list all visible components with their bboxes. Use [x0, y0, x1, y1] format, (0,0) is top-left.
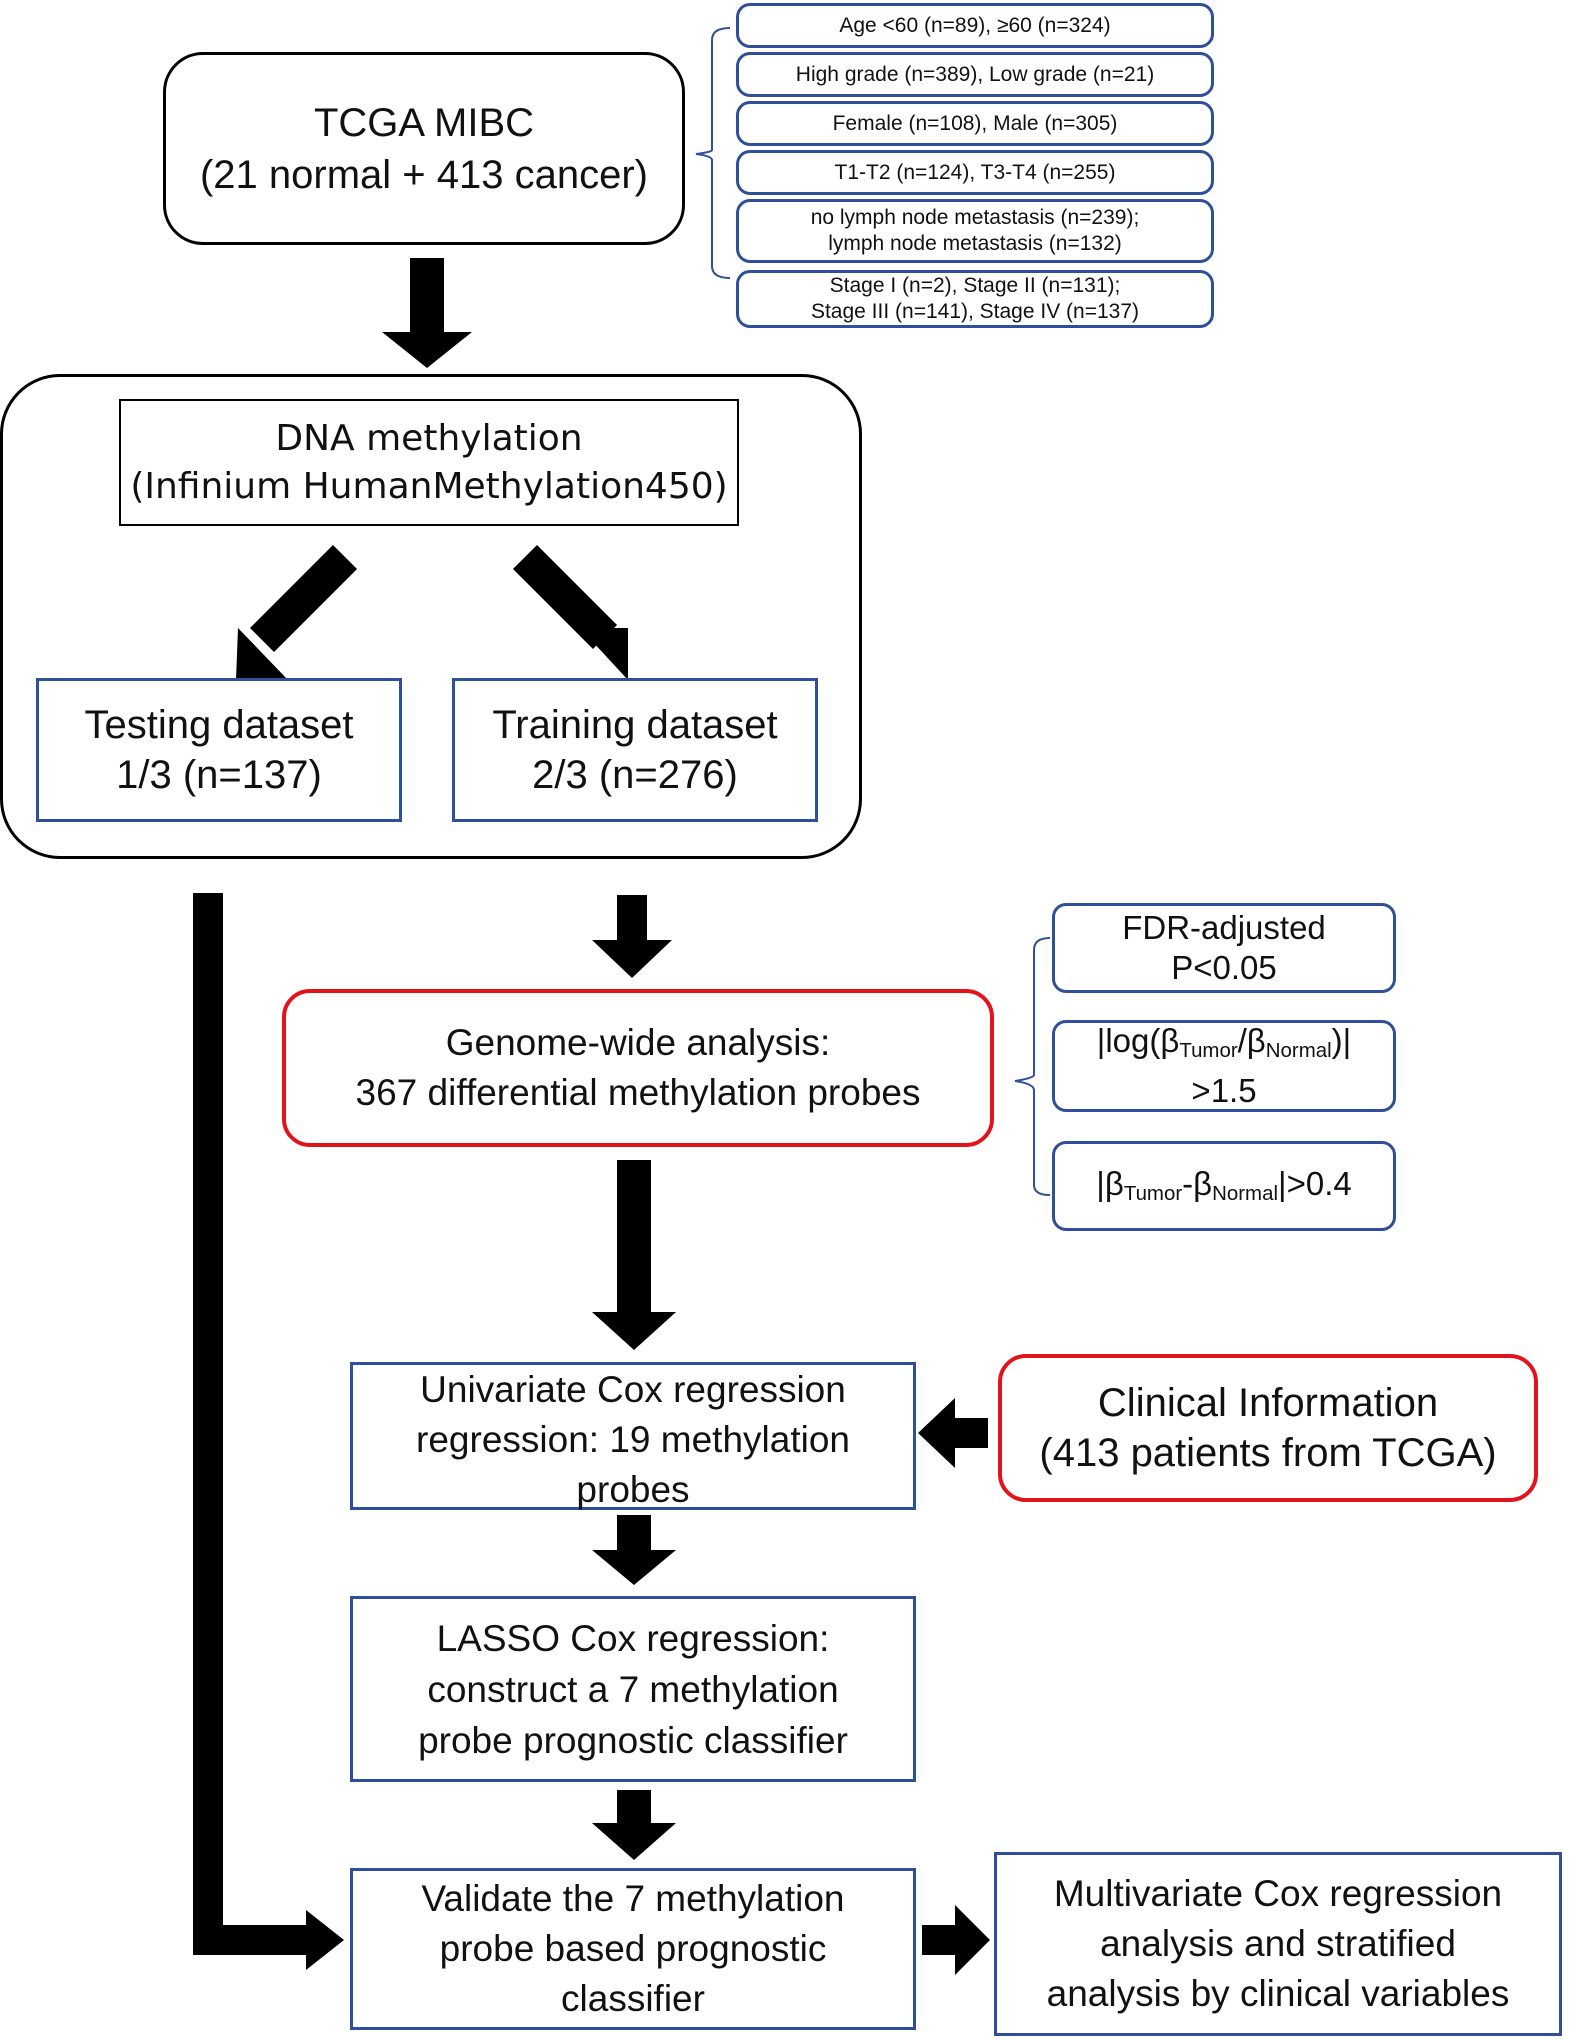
- bracket-clinical-groups: [695, 27, 731, 279]
- univariate-cox-box: Univariate Cox regression regression: 19…: [350, 1362, 916, 1510]
- tcga-title: TCGA MIBC: [313, 100, 535, 145]
- clinical-group-t-stage: T1-T2 (n=124), T3-T4 (n=255): [736, 150, 1214, 195]
- tcga-mibc-box: TCGA MIBC (21 normal + 413 cancer): [163, 52, 685, 245]
- clinical-group-lymph-node: no lymph node metastasis (n=239); lymph …: [736, 199, 1214, 263]
- genome-wide-analysis-box: Genome-wide analysis: 367 differential m…: [282, 989, 994, 1147]
- tcga-subtitle: (21 normal + 413 cancer): [199, 152, 648, 197]
- lasso-cox-box: LASSO Cox regression: construct a 7 meth…: [350, 1596, 916, 1782]
- multivariate-cox-box: Multivariate Cox regression analysis and…: [994, 1852, 1562, 2036]
- arrow-down-univariate: [592, 1160, 676, 1350]
- clinical-group-sex: Female (n=108), Male (n=305): [736, 101, 1214, 146]
- criteria-fdr-box: FDR-adjusted P<0.05: [1052, 903, 1396, 993]
- criteria-difference-box: |βTumor-βNormal|>0.4: [1052, 1141, 1396, 1231]
- arrow-to-training: [512, 544, 628, 680]
- bracket-criteria: [1014, 937, 1051, 1196]
- methylation-group-container: [0, 374, 862, 859]
- arrow-to-testing: [236, 544, 358, 680]
- training-dataset-box: Training dataset 2/3 (n=276): [452, 678, 818, 822]
- clinical-information-box: Clinical Information (413 patients from …: [998, 1354, 1538, 1502]
- dna-methylation-box: DNA methylation (Infinium HumanMethylati…: [119, 399, 739, 526]
- clinical-group-stage: Stage I (n=2), Stage II (n=131); Stage I…: [736, 270, 1214, 328]
- arrow-down-lasso: [592, 1515, 676, 1585]
- clinical-group-age: Age <60 (n=89), ≥60 (n=324): [736, 3, 1214, 48]
- arrow-down-validate: [592, 1790, 676, 1860]
- testing-dataset-box: Testing dataset 1/3 (n=137): [36, 678, 402, 822]
- arrow-left-clinical: [918, 1398, 988, 1468]
- arrow-down-tcga: [382, 258, 472, 368]
- clinical-group-grade: High grade (n=389), Low grade (n=21): [736, 52, 1214, 97]
- validate-classifier-box: Validate the 7 methylation probe based p…: [350, 1868, 916, 2030]
- criteria-log-ratio-box: |log(βTumor/βNormal)| >1.5: [1052, 1020, 1396, 1112]
- arrow-down-genome: [592, 895, 672, 978]
- arrow-testing-to-validate: [193, 893, 344, 1970]
- arrow-right-multivariate: [922, 1905, 990, 1975]
